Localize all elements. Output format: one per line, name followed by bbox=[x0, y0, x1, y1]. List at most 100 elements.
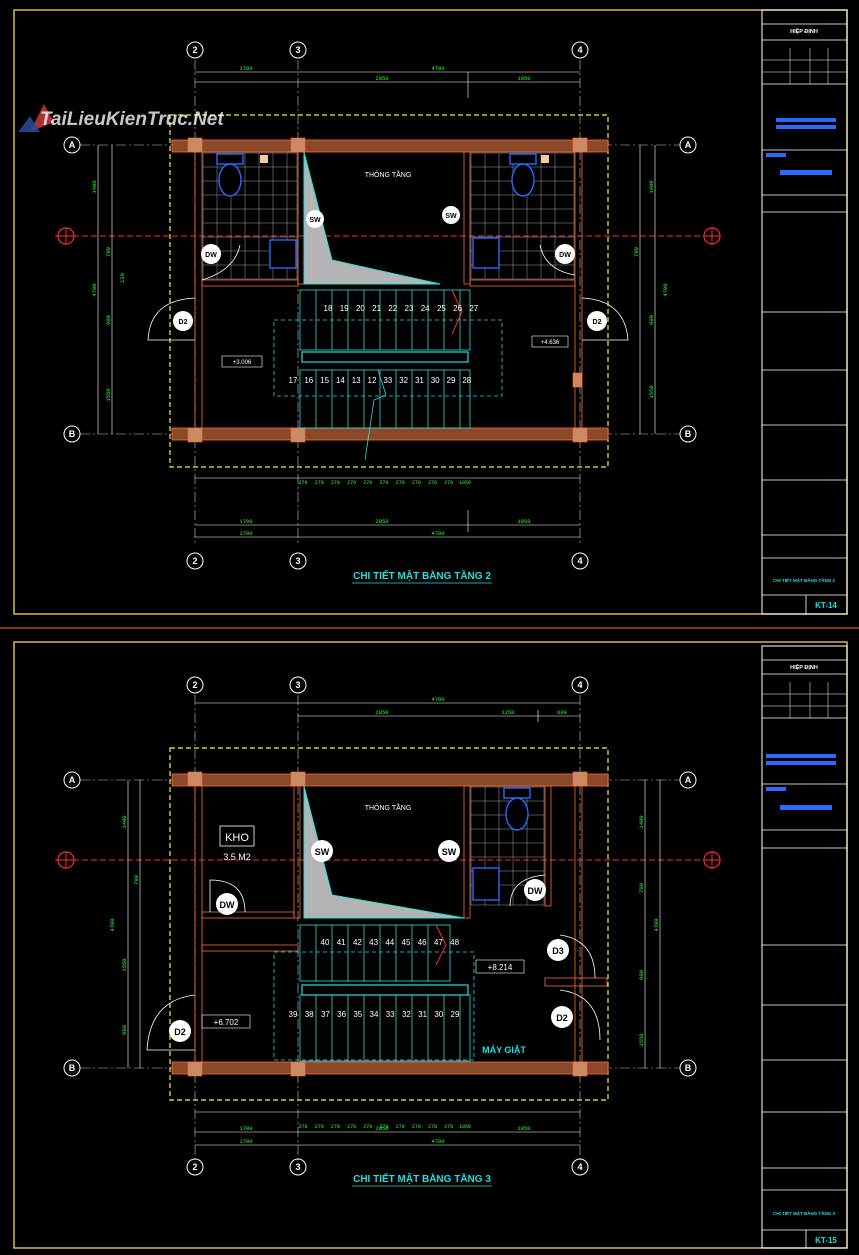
stair-step-number: 23 bbox=[405, 304, 414, 313]
section-marker-right bbox=[703, 851, 721, 869]
axis-label-3: 3 bbox=[295, 45, 300, 55]
void-shaft bbox=[303, 151, 441, 285]
stair-step-number: 39 bbox=[289, 1010, 298, 1019]
toilet-fixtures bbox=[472, 787, 531, 901]
stair-step-number: 30 bbox=[431, 376, 440, 385]
stair-step-number: 37 bbox=[321, 1010, 330, 1019]
title-block bbox=[761, 645, 848, 1249]
svg-text:DW: DW bbox=[205, 252, 217, 259]
watermark-logo-icon bbox=[18, 116, 40, 132]
dim-top-total: 4700 bbox=[431, 696, 444, 703]
axis-label-2-bottom: 2 bbox=[192, 556, 197, 566]
dim-tread: 270 bbox=[298, 480, 307, 486]
dim-tread: 270 bbox=[315, 480, 324, 486]
axis-label-4-bottom: 4 bbox=[577, 1162, 582, 1172]
dim-tread: 270 bbox=[444, 1124, 453, 1130]
stair-step-number: 40 bbox=[321, 938, 330, 947]
dim-right-1: 1400 bbox=[648, 180, 655, 193]
dim-tread: 270 bbox=[331, 1124, 340, 1130]
tag-d2-left: D2 bbox=[147, 297, 196, 341]
svg-text:SW: SW bbox=[315, 847, 330, 857]
dim-left-3: 1550 bbox=[121, 958, 128, 971]
axis-label-b-right: B bbox=[685, 429, 692, 439]
dim-top-total: 4700 bbox=[431, 65, 444, 72]
axis-label-2: 2 bbox=[192, 45, 197, 55]
axis-label-4: 4 bbox=[577, 680, 582, 690]
dim-tread: 270 bbox=[396, 1124, 405, 1130]
dim-left-2: 700 bbox=[105, 247, 112, 257]
sheet-floor-2: HIỆP ĐỊNH CHI TIẾT MẶT BẰNG TẦNG 2 KT-14 bbox=[13, 9, 848, 615]
axis-label-3: 3 bbox=[295, 680, 300, 690]
floor-drain bbox=[260, 155, 268, 163]
dim-right-4: 1550 bbox=[638, 1033, 645, 1046]
roof-outline bbox=[169, 114, 609, 468]
tag-d2-right: D2 bbox=[581, 297, 629, 341]
section-marker-right bbox=[703, 227, 721, 245]
dim-right-1: 1400 bbox=[638, 815, 645, 828]
storage-name: KHO bbox=[225, 832, 249, 844]
dim-right-2: 700 bbox=[633, 247, 640, 257]
svg-text:SW: SW bbox=[445, 213, 457, 220]
dim-right-3: 900 bbox=[638, 970, 645, 980]
stair-step-number: 21 bbox=[372, 304, 381, 313]
stair-step-number: 45 bbox=[402, 938, 411, 947]
dim-bottom-total: 4700 bbox=[431, 530, 444, 537]
stair-step-number: 29 bbox=[451, 1010, 460, 1019]
tag-d2-left: D2 bbox=[146, 994, 196, 1051]
dim-bottom-1: 1700 bbox=[239, 518, 252, 525]
dim-top-3: 600 bbox=[557, 709, 567, 716]
columns bbox=[187, 771, 588, 1077]
stair-step-number: 38 bbox=[305, 1010, 314, 1019]
dim-tread: 270 bbox=[298, 1124, 307, 1130]
axis-label-3-bottom: 3 bbox=[295, 1162, 300, 1172]
watermark-logo-icon bbox=[30, 104, 54, 132]
axis-label-4-bottom: 4 bbox=[577, 556, 582, 566]
stair-step-number: 27 bbox=[469, 304, 478, 313]
svg-text:D2: D2 bbox=[556, 1013, 568, 1023]
tag-sw-right: SW bbox=[438, 840, 460, 862]
storage-area: 3.5 M2 bbox=[223, 852, 251, 862]
stair-step-number: 42 bbox=[353, 938, 362, 947]
tag-dw-left: DW bbox=[209, 879, 246, 915]
dim-bottom-2: 2850 bbox=[375, 1125, 388, 1132]
stair-step-number: 18 bbox=[324, 304, 333, 313]
stair-step-number: 30 bbox=[434, 1010, 443, 1019]
dim-right-total: 4700 bbox=[653, 918, 660, 931]
dim-right-total: 4700 bbox=[662, 283, 669, 296]
dimension-lines bbox=[97, 71, 656, 538]
level-tag-left: +3.006 bbox=[221, 355, 263, 368]
axis-label-3-bottom: 3 bbox=[295, 556, 300, 566]
stair-step-number: 36 bbox=[337, 1010, 346, 1019]
roof-outline bbox=[169, 747, 609, 1101]
level-tag-right: +8.214 bbox=[475, 959, 525, 974]
dim-top-1: 1700 bbox=[239, 65, 252, 72]
svg-text:SW: SW bbox=[442, 847, 457, 857]
stair-step-number: 35 bbox=[353, 1010, 362, 1019]
dim-tread: 270 bbox=[347, 480, 356, 486]
title-block-content: HIỆP ĐỊNH CHI TIẾT MẶT BẰNG TẦNG 3 KT-15 bbox=[762, 659, 847, 1248]
dim-tread: 270 bbox=[428, 1124, 437, 1130]
axis-label-a: A bbox=[69, 140, 76, 150]
stair-step-number: 41 bbox=[337, 938, 346, 947]
dim-tread: 270 bbox=[315, 1124, 324, 1130]
axis-label-b: B bbox=[69, 429, 76, 439]
dim-left-4: 900 bbox=[105, 315, 112, 325]
title-block-sheet-code: KT-14 bbox=[815, 601, 837, 610]
section-marker-left bbox=[57, 851, 75, 869]
storage-label: KHO 3.5 M2 bbox=[219, 825, 255, 862]
dimension-lines bbox=[127, 702, 661, 1146]
dim-top-2: 1250 bbox=[501, 709, 514, 716]
title-block-approve: HIỆP ĐỊNH bbox=[790, 663, 818, 671]
dim-bottom-2: 2850 bbox=[375, 518, 388, 525]
dim-top-2: 2850 bbox=[375, 75, 388, 82]
dim-tread: 1050 bbox=[459, 1124, 471, 1130]
axis-label-a-right: A bbox=[685, 775, 692, 785]
stair-step-number: 34 bbox=[370, 1010, 379, 1019]
stair-step-number: 46 bbox=[418, 938, 427, 947]
stair-step-number: 15 bbox=[320, 376, 329, 385]
tag-dw-right: DW bbox=[509, 874, 546, 907]
stair-step-number: 47 bbox=[434, 938, 443, 947]
